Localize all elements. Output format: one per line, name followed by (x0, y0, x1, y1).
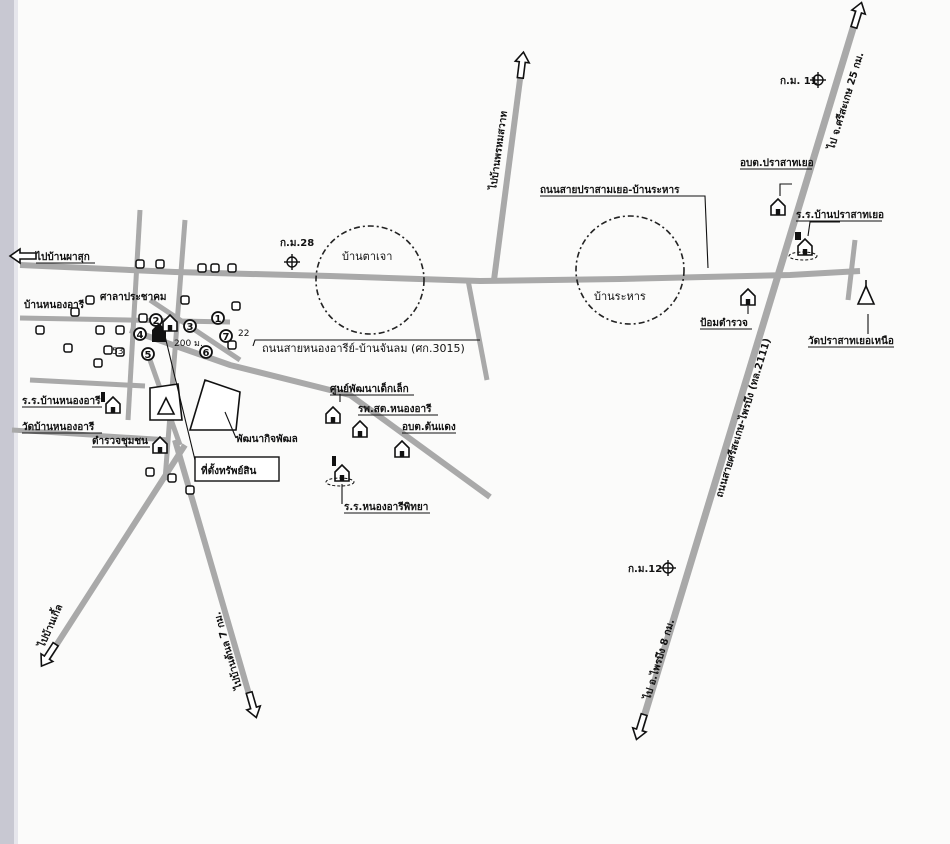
label-to-phraiphueng: ไป อ.ไพรบึง 8 กม. (640, 617, 677, 701)
label-ban-ta-jao: บ้านตาเจา (342, 250, 392, 263)
pointer-lines (164, 183, 869, 504)
hospital-icon (352, 420, 368, 438)
label-num-53: 53 (112, 347, 123, 357)
arrow-southwest-icon (40, 641, 60, 668)
label-to-ban-phasuk: ไปบ้านผาสุก (35, 250, 90, 263)
label-wat-prasat-yoe-nuea: วัดปราสาทเยอเหนือ (808, 335, 894, 347)
arrow-west-icon (8, 247, 37, 265)
road-highway-2111 (636, 10, 862, 732)
marker-4: 4 (137, 330, 144, 341)
label-property-location: ที่ตั้งทรัพย์สิน (201, 463, 256, 477)
patthana-kit-area (188, 378, 241, 431)
label-num-22: 22 (238, 329, 249, 339)
child-center-icon (325, 406, 341, 424)
arrow-north-east-icon (850, 1, 867, 30)
school-ban-nong-ari-icon (101, 392, 121, 414)
label-road-prasat-rahan: ถนนสายปราสามเยอ-บ้านระหาร (540, 184, 680, 196)
km-28-crosshair-icon (284, 254, 300, 270)
label-road-nongari-ban-janlom: ถนนสายหนองอารีย์-บ้านจันลม (ศก.3015) (262, 342, 465, 355)
label-abt-ton-daeng: อบต.ต้นแดง (402, 421, 456, 433)
arrow-south-west-icon (631, 712, 648, 741)
temple-ban-nong-ari (149, 383, 183, 421)
label-road-sisaket-phraiphueng: ถนนสายศรีสะเกษ-ไพรบึง (ทล.2111) (712, 336, 773, 498)
marker-7: 7 (223, 332, 230, 343)
label-child-center: ศูนย์พัฒนาเด็กเล็ก (330, 381, 409, 396)
numbered-markers: 1 2 3 4 5 6 7 (133, 311, 233, 361)
label-km-11: ก.ม. 11 (780, 76, 818, 87)
label-ban-nong-ari: บ้านหนองอารี (24, 299, 85, 311)
label-abt-prasat-yoe: อบต.ปราสาทเยอ (740, 157, 814, 169)
property-location-box (194, 456, 280, 482)
road-main-east-west (19, 262, 861, 285)
map-labels: ไปบ้านผาสุก บ้านหนองอารี ศาลาประชาคม ถนน… (22, 50, 894, 702)
km-markers (284, 72, 826, 576)
school-ban-prasat-yoe-icon (788, 232, 818, 261)
road-south-spur (465, 279, 490, 381)
label-school-nong-ari-phitthaya: ร.ร.หนองอารีพิทยา (344, 501, 428, 513)
marker-5: 5 (145, 350, 152, 361)
label-school-ban-nong-ari: ร.ร.บ้านหนองอารี (22, 395, 101, 407)
road-to-nong-ari-phitthaya (129, 327, 492, 500)
buildings (101, 198, 876, 487)
village-circle-ban-ta-jao (315, 225, 425, 335)
label-ban-rahan: บ้านระหาร (594, 290, 646, 303)
marker-2: 2 (153, 316, 160, 327)
label-wat-ban-nong-ari: วัดบ้านหนองอารี (22, 421, 95, 433)
km-11-crosshair-icon (810, 72, 826, 88)
marker-3: 3 (187, 322, 194, 333)
road-to-ban-phasat (491, 63, 525, 281)
label-200-m: 200 ม. (174, 339, 203, 349)
arrow-north-icon (513, 50, 531, 80)
label-police-box: ตำรวจชุมชน (92, 435, 148, 447)
police-post-icon (740, 288, 756, 306)
marker-6: 6 (203, 348, 210, 359)
arrow-south-icon (245, 690, 262, 719)
road-network (11, 10, 862, 732)
wat-prasat-yoe-nuea-icon (856, 280, 876, 305)
km-12-crosshair-icon (660, 560, 676, 576)
abt-prasat-yoe-icon (770, 198, 786, 216)
label-sala-prachakhom: ศาลาประชาคม (100, 291, 166, 303)
road-end-arrows (8, 1, 867, 741)
village-circle-ban-rahan (575, 215, 685, 325)
scan-binding-edge (0, 0, 14, 844)
school-nong-ari-phitthaya-icon (325, 456, 355, 487)
abt-ton-daeng-icon (394, 440, 410, 458)
label-patthana-kit: พัฒนากิจพัฒล (236, 433, 298, 445)
label-hospital: รพ.สต.หนองอารี (358, 403, 432, 415)
label-school-ban-prasat-yoe: ร.ร.บ้านปราสาทเยอ (796, 209, 884, 221)
marker-1: 1 (215, 314, 222, 325)
label-km-12: ก.ม.12 (628, 564, 662, 575)
label-km-28: ก.ม.28 (280, 238, 314, 249)
label-police-post: ป้อมตำรวจ (700, 317, 748, 329)
